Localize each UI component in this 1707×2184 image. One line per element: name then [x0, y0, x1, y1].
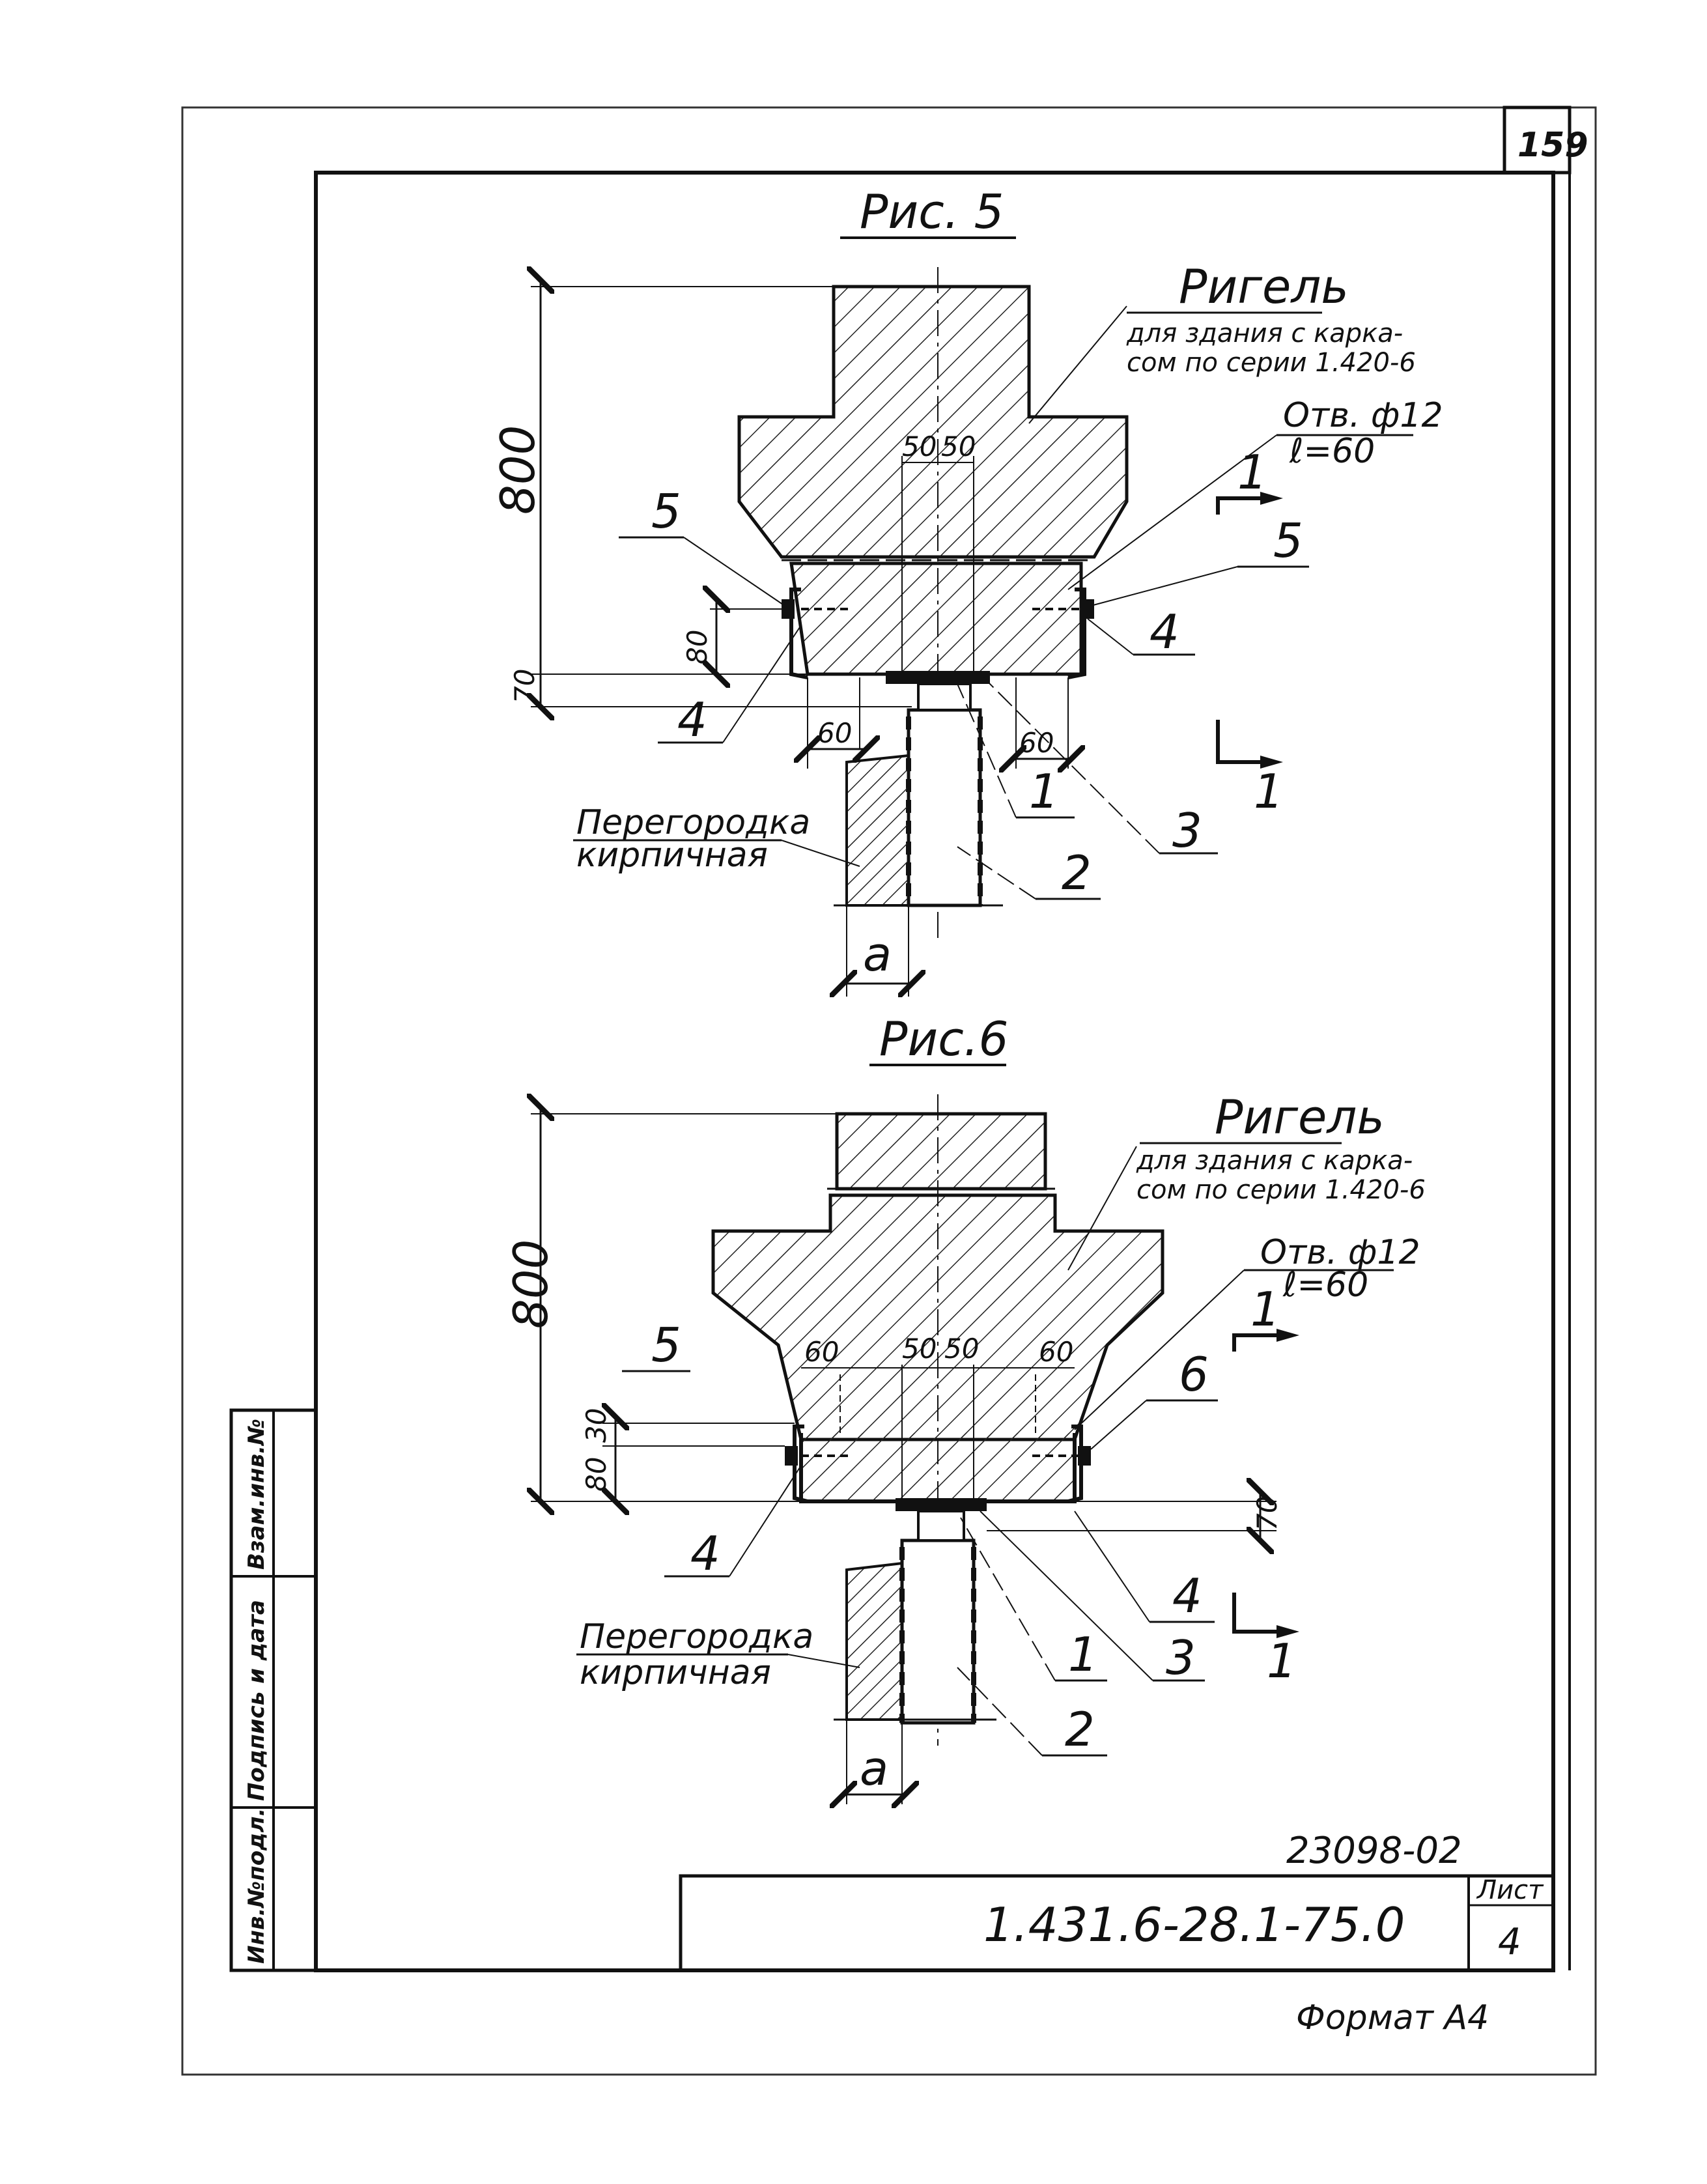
- fig5-section-mark-top: 1: [1237, 445, 1267, 500]
- fig5-dim-80: 80: [681, 630, 713, 664]
- fig6-section-mark-top: 1: [1250, 1282, 1280, 1337]
- fig5-hole-spacing: ℓ=60: [1289, 432, 1375, 471]
- figure-6: Рис.6 800: [503, 1012, 1426, 1804]
- fig5-callout-1: 1: [1029, 764, 1059, 819]
- fig5-dim-a: a: [863, 927, 892, 982]
- fig5-hole-label: Отв. ф12: [1283, 396, 1443, 435]
- fig6-dim-80: 80: [580, 1457, 612, 1492]
- fig6-callout-1: 1: [1068, 1627, 1098, 1682]
- fig6-hole-spacing: ℓ=60: [1282, 1266, 1368, 1305]
- figure-5: Рис. 5 800 80 70: [490, 184, 1443, 997]
- side-stamp: [229, 1408, 318, 1972]
- format-label: Формат А4: [1296, 1998, 1489, 2037]
- page-number: 159: [1517, 126, 1588, 165]
- fig5-callout-2: 2: [1062, 845, 1092, 900]
- fig6-title: Рис.6: [879, 1012, 1009, 1066]
- fig6-brick-partition: [845, 1561, 903, 1721]
- side-column-signature: Подпись и дата: [244, 1600, 270, 1801]
- fig5-dim-50-right: 50: [941, 431, 976, 462]
- fig6-column: [900, 1539, 976, 1725]
- sheet-label: Лист: [1476, 1875, 1544, 1905]
- fig5-callout-5-right: 5: [1273, 513, 1303, 568]
- fig5-section-mark-bottom: 1: [1254, 764, 1284, 819]
- fig6-dim-60-right: 60: [1039, 1336, 1073, 1368]
- fig5-beam-bottom: [789, 561, 1083, 676]
- fig6-beam-note-1: для здания с карка-: [1136, 1146, 1413, 1176]
- fig6-callout-5: 5: [651, 1318, 681, 1372]
- fig5-callout-5-left: 5: [651, 484, 681, 539]
- title-block: [679, 1874, 1555, 1972]
- fig6-beam-note-2: сом по серии 1.420-6: [1136, 1175, 1426, 1205]
- fig5-beam-label: Ригель: [1179, 259, 1349, 314]
- fig5-dim-60-left: 60: [817, 717, 852, 749]
- document-code: 1.431.6-28.1-75.0: [983, 1897, 1405, 1952]
- fig5-brick-partition: [845, 754, 910, 907]
- fig5-partition-label-1: Перегородка: [576, 803, 810, 842]
- side-column-inventory: Инв.№подл.: [244, 1808, 270, 1964]
- fig5-beam-note-1: для здания с карка-: [1126, 319, 1403, 348]
- fig6-callout-2: 2: [1065, 1702, 1095, 1757]
- fig6-partition-label-1: Перегородка: [580, 1617, 813, 1656]
- fig6-dim-50-right: 50: [944, 1333, 979, 1365]
- fig5-beam-section: [737, 285, 1129, 559]
- fig6-callout-4-right: 4: [1172, 1568, 1202, 1623]
- fig5-callout-4-right: 4: [1150, 604, 1179, 659]
- fig6-section-mark-bottom: 1: [1267, 1634, 1297, 1688]
- fig6-dim-a: a: [860, 1741, 888, 1796]
- fig6-partition-label-2: кирпичная: [580, 1653, 771, 1692]
- sheet-number: 4: [1498, 1921, 1521, 1963]
- fig5-partition-label-2: кирпичная: [576, 836, 768, 875]
- fig6-dim-30: 30: [580, 1408, 612, 1443]
- fig6-callout-4-left: 4: [690, 1526, 720, 1581]
- fig5-title: Рис. 5: [860, 184, 1004, 239]
- fig6-callout-6: 6: [1179, 1347, 1209, 1402]
- fig5-dim-70: 70: [509, 669, 541, 703]
- fig5-dim-50-left: 50: [902, 431, 937, 462]
- fig5-dim-60-right: 60: [1019, 727, 1054, 759]
- fig6-dim-70: 70: [1251, 1496, 1283, 1531]
- fig5-callout-4-left: 4: [677, 692, 707, 747]
- fig6-beam-web: [835, 1112, 1047, 1191]
- fig5-beam-note-2: сом по серии 1.420-6: [1127, 348, 1416, 378]
- fig6-dim-50-left: 50: [902, 1333, 937, 1365]
- fig5-callout-3: 3: [1172, 803, 1202, 858]
- fig5-column: [907, 708, 982, 907]
- side-column-replaced: Взам.инв.№: [244, 1419, 270, 1570]
- fig6-callout-3: 3: [1166, 1630, 1196, 1685]
- archive-number: 23098-02: [1286, 1830, 1462, 1872]
- fig6-dim-800: 800: [503, 1240, 558, 1329]
- fig6-dim-60-left: 60: [804, 1336, 839, 1368]
- fig5-dim-800: 800: [490, 425, 545, 515]
- fig6-hole-label: Отв. ф12: [1260, 1233, 1420, 1272]
- fig6-beam-label: Ригель: [1215, 1090, 1385, 1144]
